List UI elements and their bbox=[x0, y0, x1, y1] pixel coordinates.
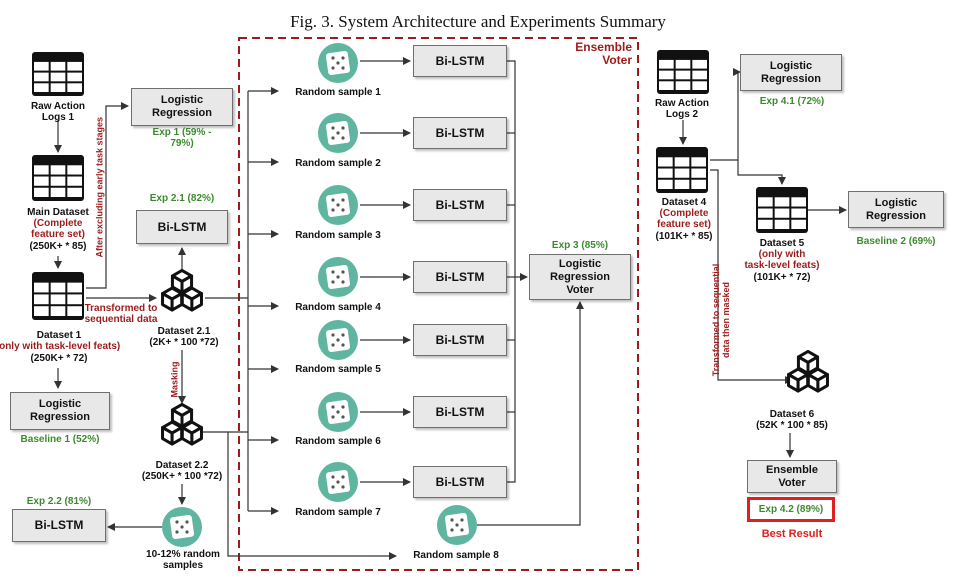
random-1012-label: 10-12% random samples bbox=[146, 549, 220, 571]
main-dataset-title: Main Dataset bbox=[27, 207, 89, 218]
dice-icon bbox=[318, 462, 358, 502]
bilstm-box-1: Bi-LSTM bbox=[413, 45, 507, 77]
sample8-to-voter-arrow bbox=[477, 301, 584, 526]
ensemble-dashed-frame bbox=[238, 37, 639, 571]
exp42-label: Exp 4.2 (89%) bbox=[758, 504, 824, 515]
excluding-stages-label: After excluding early task stages bbox=[94, 116, 105, 258]
dataset6-label: Dataset 6 (52K * 100 * 85) bbox=[756, 409, 828, 431]
best-result-frame bbox=[747, 497, 835, 522]
bilstm-box-7: Bi-LSTM bbox=[413, 466, 507, 498]
exp3-label: Exp 3 (85%) bbox=[551, 240, 609, 251]
best-result-label: Best Result bbox=[761, 528, 823, 540]
ensemble-voter-box: Ensemble Voter bbox=[747, 460, 837, 493]
lr-top-box: Logistic Regression bbox=[131, 88, 233, 126]
dice-icon bbox=[162, 507, 202, 547]
dataset22-label: Dataset 2.2 (250K+ * 100 *72) bbox=[141, 460, 223, 482]
ds4-to-ds5-arrow bbox=[737, 160, 786, 185]
sample-label-1: Random sample 1 bbox=[295, 87, 381, 98]
raw-logs-2-label: Raw Action Logs 2 bbox=[654, 98, 710, 120]
dice-icon bbox=[318, 185, 358, 225]
sample-label-6: Random sample 6 bbox=[295, 436, 381, 447]
lr-41-box: Logistic Regression bbox=[740, 54, 842, 91]
dataset4-title: Dataset 4 bbox=[661, 197, 707, 208]
baseline2-label: Baseline 2 (69%) bbox=[856, 236, 936, 247]
dataset21-label: Dataset 2.1 (2K+ * 100 *72) bbox=[149, 326, 219, 348]
dataset5-size: (101K+ * 72) bbox=[753, 272, 811, 283]
bilstm-22-box: Bi-LSTM bbox=[12, 509, 106, 542]
dice-icon bbox=[318, 320, 358, 360]
figure-title: Fig. 3. System Architecture and Experime… bbox=[290, 12, 666, 31]
bilstm-collector-line bbox=[507, 60, 516, 483]
table-icon bbox=[32, 272, 84, 320]
table-icon bbox=[656, 147, 708, 193]
table-icon bbox=[756, 187, 808, 233]
transformed2-label: Transformed to sequential data then mask… bbox=[711, 263, 731, 377]
sample-label-8: Random sample 8 bbox=[413, 550, 499, 561]
dataset4-size: (101K+ * 85) bbox=[655, 231, 713, 242]
exp41-label: Exp 4.1 (72%) bbox=[759, 96, 825, 107]
dataset1-subtitle: (only with task-level feats) bbox=[0, 341, 121, 352]
dataset1-title: Dataset 1 bbox=[36, 330, 82, 341]
bilstm-box-3: Bi-LSTM bbox=[413, 189, 507, 221]
table-icon bbox=[32, 52, 84, 96]
to-sample8-arrow bbox=[227, 432, 397, 560]
ensemble-voter-label: Ensemble Voter bbox=[575, 40, 632, 67]
dice-icon bbox=[318, 113, 358, 153]
sample-label-5: Random sample 5 bbox=[295, 364, 381, 375]
dataset5-title: Dataset 5 bbox=[759, 238, 805, 249]
ds4-to-lr41-arrow bbox=[710, 68, 741, 161]
exp22-label: Exp 2.2 (81%) bbox=[26, 496, 92, 507]
sample-label-2: Random sample 2 bbox=[295, 158, 381, 169]
dataset5-subtitle: (only with task-level feats) bbox=[744, 249, 820, 271]
main-dataset-size: (250K+ * 85) bbox=[29, 241, 87, 252]
dice-icon bbox=[318, 43, 358, 83]
bilstm-21-box: Bi-LSTM bbox=[136, 210, 228, 244]
transformed-label: Transformed to sequential data bbox=[84, 303, 158, 325]
masking-label: Masking bbox=[169, 361, 180, 398]
exp21-label: Exp 2.1 (82%) bbox=[149, 193, 215, 204]
dice-icon bbox=[318, 257, 358, 297]
cubes-icon bbox=[787, 349, 829, 393]
ds4-to-ds6-arrow bbox=[710, 169, 793, 384]
connector-lines bbox=[54, 57, 847, 560]
dataset1-size: (250K+ * 72) bbox=[30, 353, 88, 364]
baseline1-label: Baseline 1 (52%) bbox=[20, 434, 100, 445]
bilstm-box-5: Bi-LSTM bbox=[413, 324, 507, 356]
main-dataset-subtitle: (Complete feature set) bbox=[31, 218, 85, 240]
dice-icon bbox=[318, 392, 358, 432]
cubes-icon bbox=[161, 402, 203, 446]
exclude-arrow bbox=[86, 102, 129, 289]
exp1-label: Exp 1 (59% - 79%) bbox=[152, 127, 212, 149]
bilstm-box-4: Bi-LSTM bbox=[413, 261, 507, 293]
raw-logs-1-label: Raw Action Logs 1 bbox=[30, 101, 86, 123]
lr-baseline1-box: Logistic Regression bbox=[10, 392, 110, 430]
lr-baseline2-box: Logistic Regression bbox=[848, 191, 944, 228]
sample-label-3: Random sample 3 bbox=[295, 230, 381, 241]
bilstm-box-2: Bi-LSTM bbox=[413, 117, 507, 149]
dice-icon bbox=[437, 505, 477, 545]
table-icon bbox=[657, 50, 709, 94]
icons-layer bbox=[32, 43, 829, 547]
bilstm-box-6: Bi-LSTM bbox=[413, 396, 507, 428]
table-icon bbox=[32, 155, 84, 201]
dataset4-subtitle: (Complete feature set) bbox=[657, 208, 711, 230]
sample-label-7: Random sample 7 bbox=[295, 507, 381, 518]
lr-voter-box: Logistic Regression Voter bbox=[529, 254, 631, 300]
sample-label-4: Random sample 4 bbox=[295, 302, 381, 313]
cubes-icon bbox=[161, 268, 203, 312]
